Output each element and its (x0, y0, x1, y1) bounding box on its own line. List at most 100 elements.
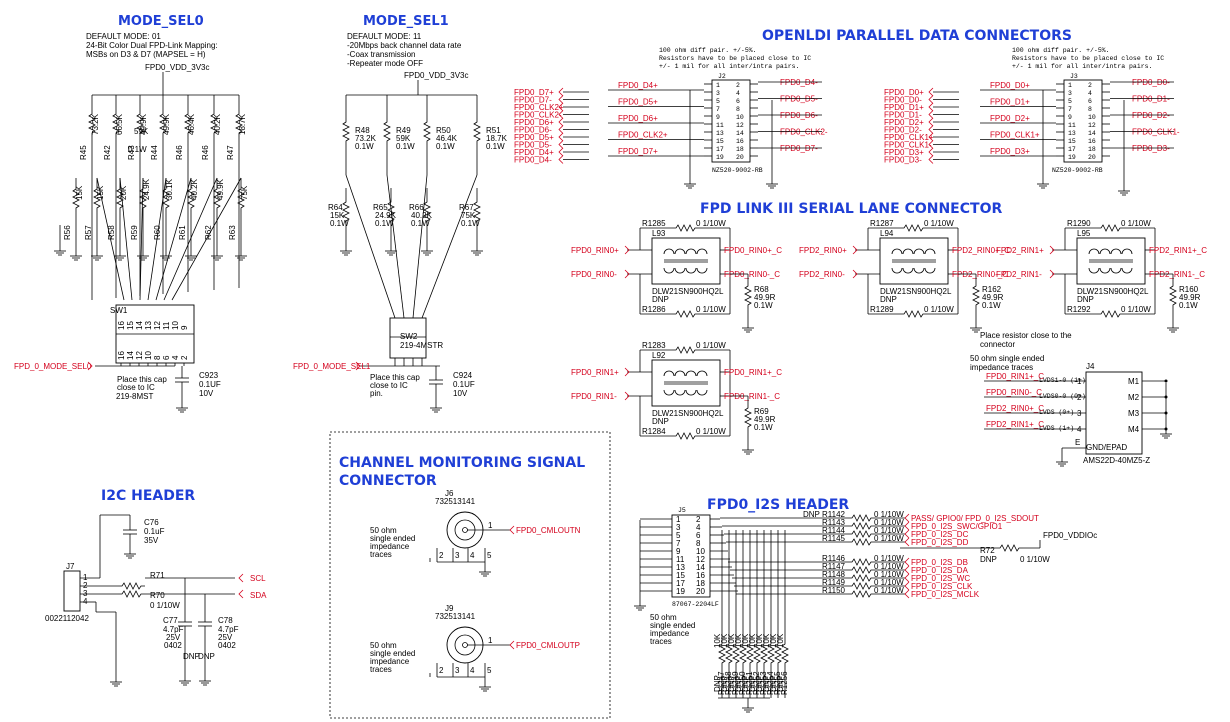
c77-dnp: DNP (183, 652, 200, 661)
j3-pin-odd: 5 (1068, 98, 1072, 105)
c924-val: 0.1UF (453, 380, 475, 389)
i2s-res-net: FPD_0_I2S_DD (911, 538, 969, 547)
j5-pin-odd: 15 (676, 571, 685, 580)
i2s-pull-ref: R1248 (724, 671, 733, 695)
j3-net-left: FPD0_D1+ (884, 103, 924, 112)
j7-pin: 1 (83, 573, 88, 582)
j2-net-left: FPD0_CLK2+ (514, 103, 564, 112)
mode0-top-res-val: 66.5K (115, 113, 124, 135)
j3-pin-odd: 19 (1068, 154, 1076, 161)
coax-part: 732513141 (435, 497, 476, 506)
j5-pin-even: 6 (696, 531, 701, 540)
i2s-pull-dnp: DNP (727, 675, 736, 692)
res-close-note-1: Place resistor close to the (980, 331, 1072, 340)
mode1-top-res-ref: R51 (486, 126, 501, 135)
choke-in-p: FPD0_RIN0+ (571, 246, 619, 255)
j3-pin-even: 14 (1088, 130, 1096, 137)
sw1-pin-top: 11 (162, 321, 171, 330)
i2s-res-ref: R1144 (822, 526, 846, 535)
j2-pin-even: 8 (736, 106, 740, 113)
mode0-top-res-val: 40.2K (213, 113, 222, 135)
sw1-pin-top: 10 (171, 321, 180, 330)
j5-pin-even: 4 (696, 523, 701, 532)
c77-val: 4.7pF (163, 625, 184, 634)
i2s-res-net: FPD_0_I2S_DC (911, 530, 969, 539)
j4-pin-sub: LVDS (1+) (1039, 425, 1074, 432)
j7-pin: 4 (83, 597, 88, 606)
coax-imp: traces (370, 550, 392, 559)
j3-note-3: +/- 1 mil for all inter/intra pairs. (1012, 63, 1152, 70)
channel-monitor-frame (329, 431, 611, 719)
choke-in-p: FPD2_RIN1+ (996, 246, 1044, 255)
mode0-bot-res-val: 75K (240, 185, 249, 200)
j4-pin-num: 4 (1077, 425, 1082, 434)
c78-ref: C78 (218, 616, 233, 625)
i2s-imp-3: impedance (650, 629, 690, 638)
j2-pin-odd: 7 (716, 106, 720, 113)
j2-pin-odd: 17 (716, 146, 724, 153)
i2s-pull-val: 10K (769, 633, 778, 648)
sw1-pin-top: 16 (117, 321, 126, 330)
j7-part: 0022112042 (45, 614, 89, 623)
choke-body (651, 359, 721, 407)
j3-pin-odd: 13 (1068, 130, 1076, 137)
c76-ref: C76 (144, 518, 159, 527)
j7-body (63, 570, 81, 612)
c78-val: 4.7pF (218, 625, 239, 634)
j3-part: NZ520-9002-RB (1052, 167, 1103, 174)
sw1-pin-top: 15 (126, 321, 135, 330)
c77-ref: C77 (163, 616, 178, 625)
sw1-pin-bot: 14 (126, 351, 135, 360)
j2-pin-net-left: FPD0_D5+ (618, 98, 658, 107)
coax-net: FPD0_CMLOUTN (516, 526, 581, 535)
i2s-res-ref: R1142 (822, 510, 846, 519)
j4-mpin: M3 (1128, 409, 1140, 418)
choke-rtop-val: 0 1/10W (696, 341, 726, 350)
j2-net-left: FPD0_D4- (514, 156, 552, 165)
r72-val: 0 1/10W (1020, 555, 1050, 564)
choke-term-pwr: 0.1W (754, 423, 773, 432)
j3-pin-net-right: FPD0_D3- (1132, 144, 1170, 153)
i2s-pull-ref: R1254 (766, 671, 775, 695)
j2-pin-odd: 15 (716, 138, 724, 145)
j4-mpin: M2 (1128, 393, 1140, 402)
choke-rbot-ref: R1289 (870, 305, 894, 314)
j3-pin-odd: 7 (1068, 106, 1072, 113)
j5-pin-odd: 11 (676, 555, 685, 564)
j2-note-2: Resistors have to be placed close to IC (659, 55, 811, 62)
coax-ref: J6 (445, 489, 454, 498)
mode1-bot-res-pwr: 0.1W (375, 219, 394, 228)
j2-pin-net-left: FPD0_D6+ (618, 114, 658, 123)
choke-part: DLW21SN900HQ2L (652, 287, 724, 296)
choke-in-n: FPD2_RIN1- (996, 270, 1042, 279)
cap923-note-2: close to IC (117, 383, 155, 392)
choke-rbot-val: 0 1/10W (1121, 305, 1151, 314)
mode1-top-res-pwr: 0.1W (355, 142, 374, 151)
sw1-pin-bot: 16 (117, 351, 126, 360)
c76-val: 0.1uF (144, 527, 165, 536)
choke-rbot-val: 0 1/10W (924, 305, 954, 314)
choke-part: DLW21SN900HQ2L (880, 287, 952, 296)
net-mode-sel1: FPD_0_MODE_SEL1 (293, 362, 371, 371)
j3-net-left: FPD0_D0- (884, 96, 922, 105)
j3-pin-even: 12 (1088, 122, 1096, 129)
c76-v: 35V (144, 536, 159, 545)
mode1-bot-res-val: 15K (330, 211, 345, 220)
title-mode-sel0: MODE_SEL0 (118, 14, 204, 29)
j3-net-left: FPD0_CLK1- (884, 141, 932, 150)
mode0-bot-res-val: 15K (75, 185, 84, 200)
j3-pin-net-left: FPD0_D0+ (990, 81, 1030, 90)
i2s-pull-val: 10K (720, 633, 729, 648)
sw1-pin-top: 14 (135, 321, 144, 330)
j5-pin-odd: 3 (676, 523, 681, 532)
i2s-pull-val: 10K (713, 633, 722, 648)
cap923-note-1: Place this cap (117, 375, 167, 384)
j5-ref: J5 (678, 507, 686, 514)
mode-sel0-notes: DEFAULT MODE: 01 24-Bit Color Dual FPD-L… (86, 32, 218, 59)
mode0-bot-res-ref: R62 (204, 225, 213, 240)
sw1-pin-top: 12 (153, 321, 162, 330)
j2-pin-odd: 5 (716, 98, 720, 105)
